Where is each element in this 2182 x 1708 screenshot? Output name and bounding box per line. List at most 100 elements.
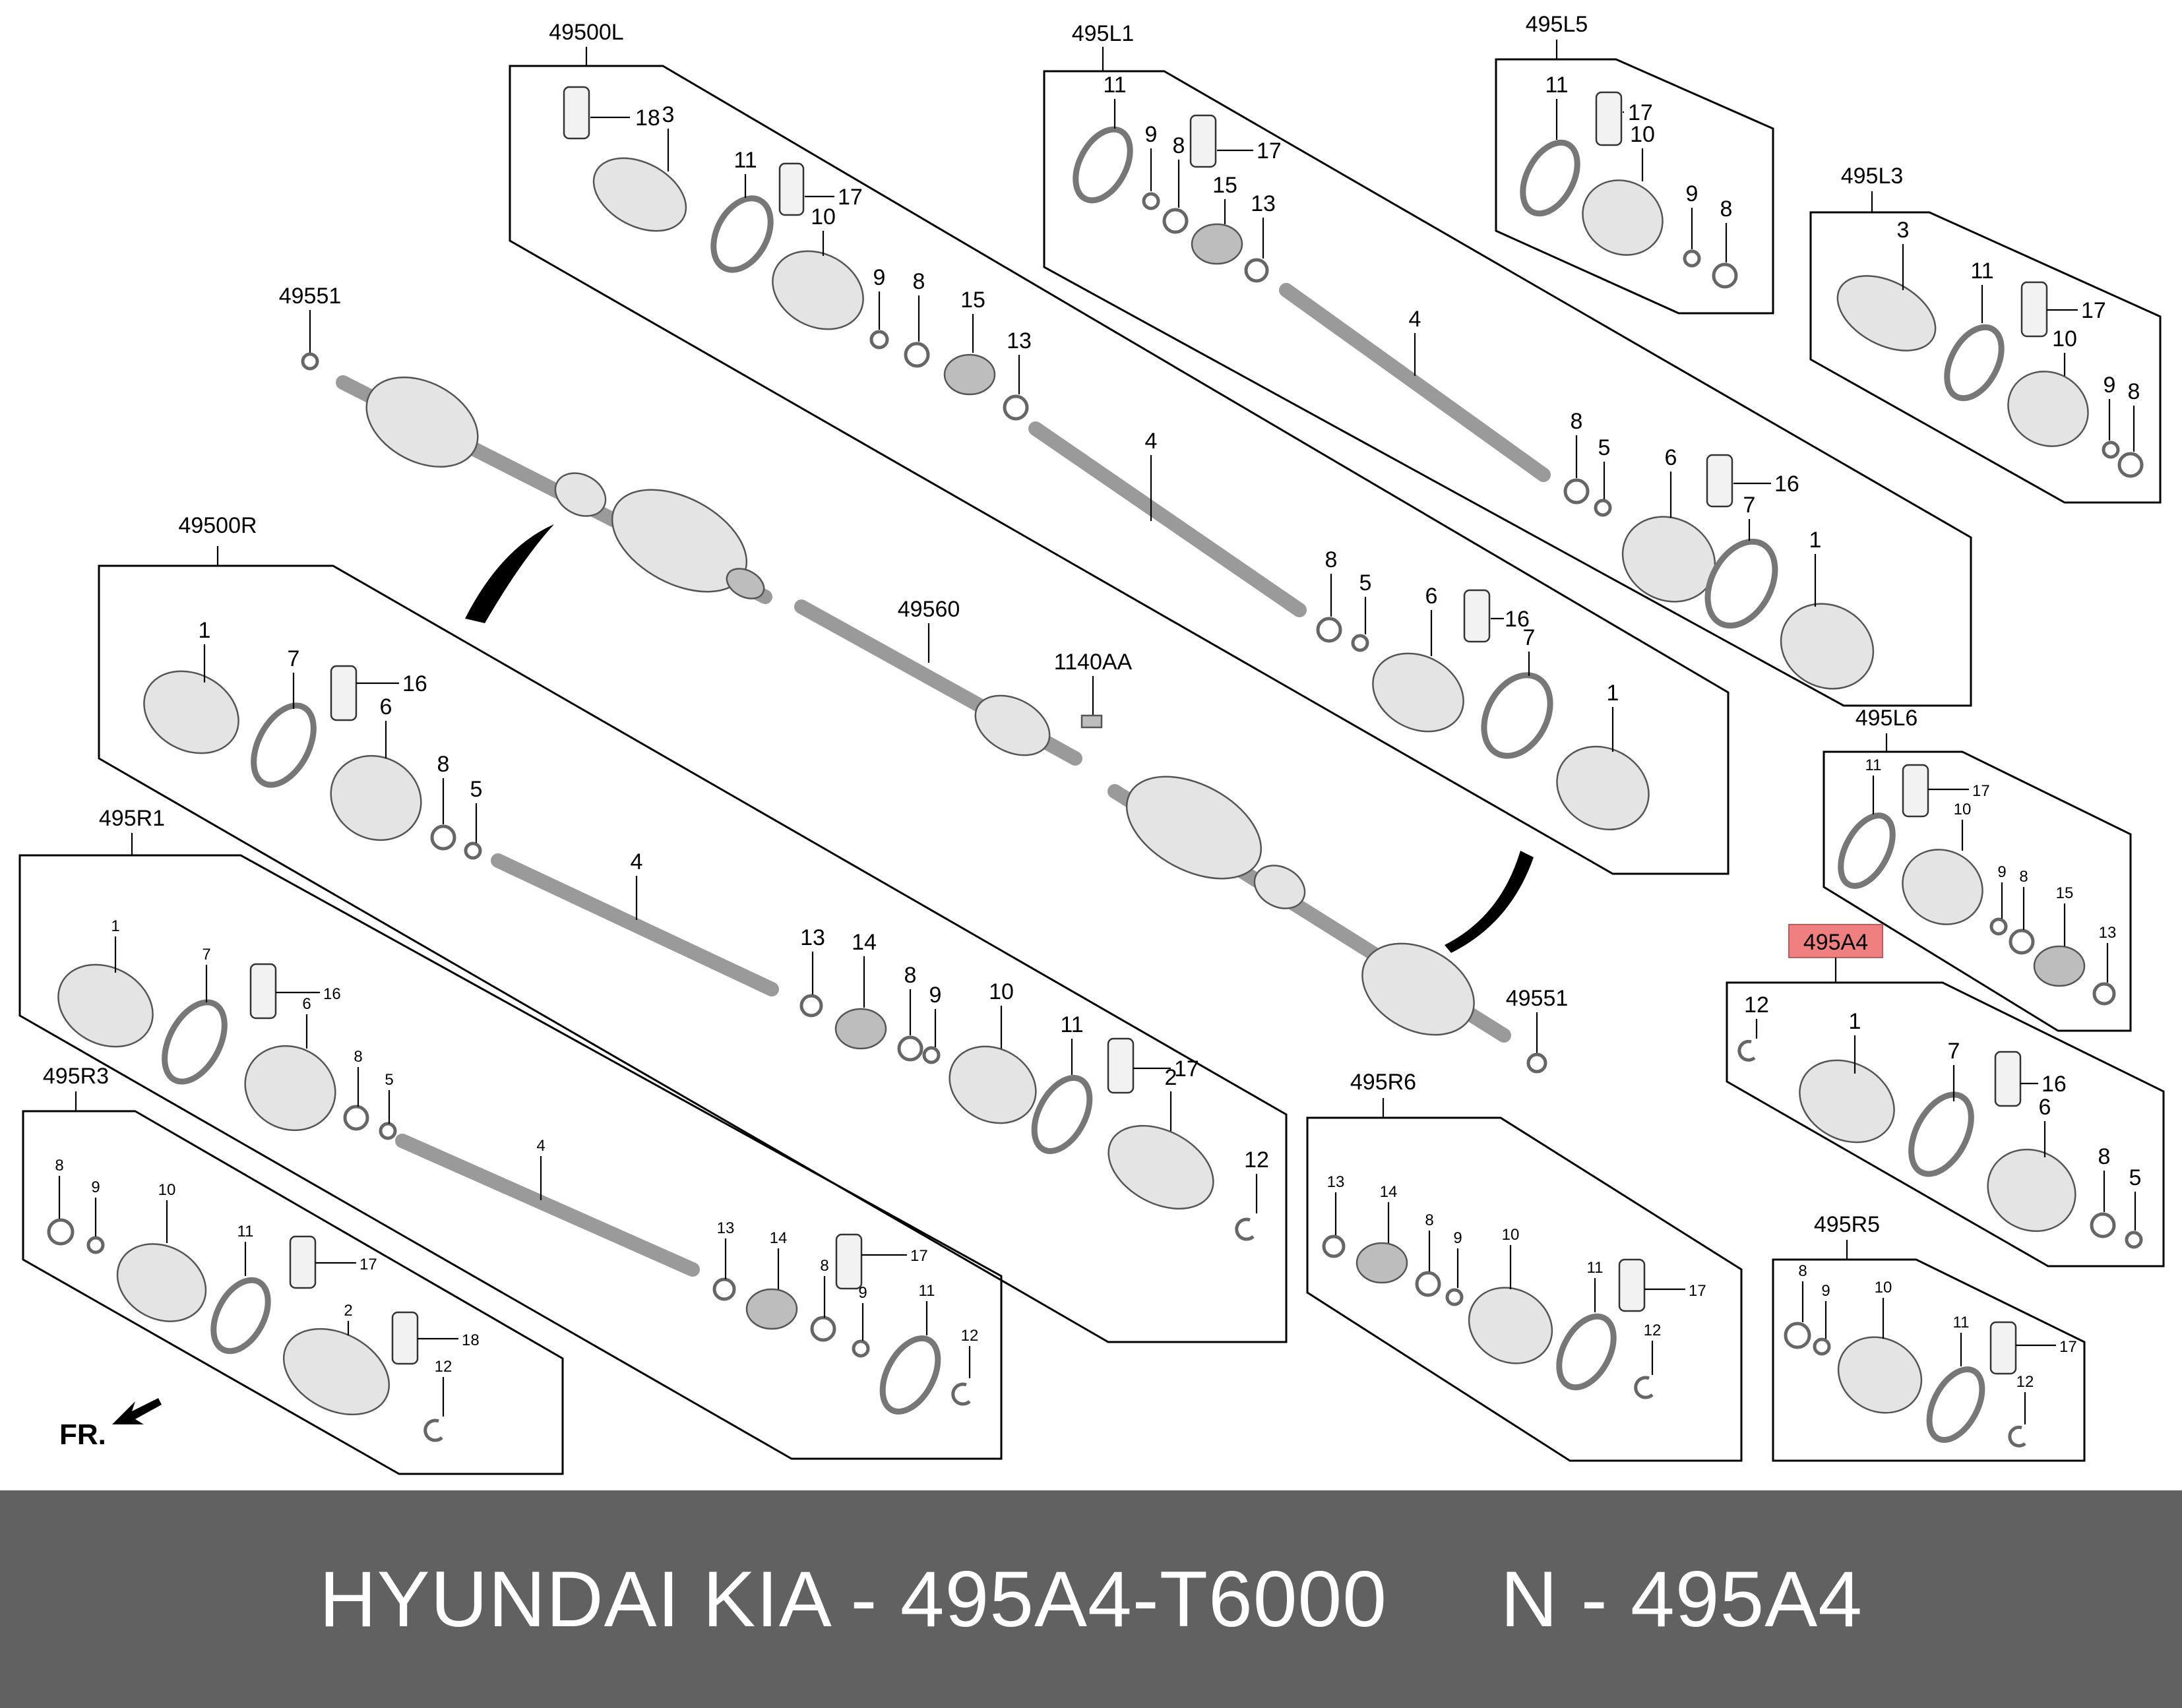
callout-number: 8 xyxy=(1720,197,1733,222)
label-495L3: 495L3 xyxy=(1841,164,1904,189)
callout-number: 3 xyxy=(662,102,675,127)
callout-number: 12 xyxy=(1644,1322,1662,1339)
panel-49500L xyxy=(509,65,1730,875)
callout-number: 17 xyxy=(910,1247,928,1265)
label-495A4[interactable]: 495A4 xyxy=(1803,930,1868,955)
callouts-495L6: 11 17 10 9 8 15 13 xyxy=(1865,756,2117,983)
callout-number: 2 xyxy=(1165,1065,1177,1090)
label-49500L: 49500L xyxy=(549,20,623,45)
callouts-49500L: 18 3 11 17 10 9 8 15 13 4 8 5 6 16 7 1 xyxy=(590,102,1619,752)
panel-495R1 xyxy=(18,854,1003,1460)
label-49551-top: 49551 xyxy=(279,284,342,309)
callout-number: 8 xyxy=(913,269,925,294)
callout-number: 16 xyxy=(2042,1072,2067,1097)
callout-number: 12 xyxy=(1244,1147,1269,1173)
panel-495L5 xyxy=(1495,58,1774,315)
callout-number: 8 xyxy=(354,1048,362,1066)
callouts-495L1: 11 9 8 17 15 13 4 8 5 6 16 7 1 xyxy=(1103,73,1821,607)
callout-number: 5 xyxy=(470,777,483,802)
callout-number: 6 xyxy=(2039,1095,2051,1120)
callout-number: 1 xyxy=(1607,681,1619,706)
callouts-495R5: 8 9 10 11 17 12 xyxy=(1798,1262,2077,1424)
highlight-495A4 xyxy=(1788,924,1883,958)
parts-495R3 xyxy=(47,1218,443,1442)
callout-number: 9 xyxy=(1453,1229,1462,1247)
callout-number: 10 xyxy=(811,204,836,229)
callout-number: 15 xyxy=(2056,884,2074,902)
callout-number: 9 xyxy=(1821,1282,1830,1300)
label-495R3: 495R3 xyxy=(43,1064,109,1089)
callout-number: 1 xyxy=(199,618,211,643)
callout-number: 11 xyxy=(1060,1012,1083,1037)
callout-number: 9 xyxy=(2104,373,2116,398)
callout-number: 14 xyxy=(852,930,877,955)
callout-number: 6 xyxy=(380,694,392,719)
callout-number: 8 xyxy=(1325,547,1338,572)
callout-number: 4 xyxy=(631,849,643,874)
callout-number: 4 xyxy=(1145,429,1158,454)
callout-number: 1 xyxy=(111,917,119,935)
panel-495L6 xyxy=(1823,750,2132,1032)
callout-number: 11 xyxy=(1545,73,1568,98)
callout-number: 8 xyxy=(1173,133,1185,158)
callout-number: 18 xyxy=(635,106,660,131)
callout-number: 17 xyxy=(2059,1338,2077,1356)
callout-number: 9 xyxy=(1145,122,1158,147)
parts-49500L xyxy=(563,86,1650,831)
callouts-495A4: 12 1 7 16 6 8 5 xyxy=(1744,992,2141,1231)
panel-495A4 xyxy=(1726,981,2165,1267)
parts-495L1 xyxy=(1073,114,1875,690)
callout-number: 17 xyxy=(1689,1282,1706,1300)
callout-number: 13 xyxy=(1251,191,1276,216)
parts-495R5 xyxy=(1784,1321,2026,1448)
callout-number: 7 xyxy=(202,946,210,963)
callout-number: 13 xyxy=(1007,328,1032,353)
callout-number: 9 xyxy=(929,983,942,1008)
callouts-495R1: 1 7 16 6 8 5 4 13 14 8 17 9 11 12 xyxy=(111,917,978,1378)
callout-number: 8 xyxy=(1425,1211,1433,1229)
callout-number: 16 xyxy=(323,985,341,1003)
callout-number: 8 xyxy=(2019,868,2028,886)
callout-number: 1 xyxy=(1849,1009,1861,1034)
callout-number: 8 xyxy=(1798,1262,1807,1280)
callout-number: 10 xyxy=(1954,801,1972,818)
callout-number: 9 xyxy=(1686,181,1699,206)
callout-number: 7 xyxy=(1743,493,1756,518)
callout-number: 16 xyxy=(402,671,427,696)
callout-number: 11 xyxy=(1103,73,1126,98)
callout-number: 13 xyxy=(800,925,825,950)
callout-number: 14 xyxy=(770,1229,788,1247)
callout-number: 11 xyxy=(919,1282,935,1300)
callout-number: 5 xyxy=(2129,1165,2142,1190)
callout-number: 10 xyxy=(1502,1226,1520,1244)
panel-495L1 xyxy=(1043,70,1972,707)
nut-49551-top xyxy=(301,352,319,371)
callout-number: 10 xyxy=(1875,1279,1892,1296)
parts-495A4[interactable] xyxy=(1737,1039,2143,1249)
callout-number: 13 xyxy=(717,1219,735,1237)
callouts-495L3: 3 11 17 10 9 8 xyxy=(1897,218,2140,452)
callout-number: 8 xyxy=(2128,379,2140,404)
label-495L6: 495L6 xyxy=(1855,706,1918,731)
label-1140AA: 1140AA xyxy=(1054,650,1133,675)
label-49500R: 49500R xyxy=(178,513,257,538)
label-495L5: 495L5 xyxy=(1526,12,1588,37)
callout-number: 16 xyxy=(1774,472,1799,497)
parts-49500R xyxy=(143,665,1255,1241)
callout-number: 11 xyxy=(1865,756,1882,774)
callout-number: 10 xyxy=(1630,122,1655,147)
callout-number: 17 xyxy=(1174,1056,1199,1082)
callout-number: 8 xyxy=(820,1257,828,1275)
parts-495R1 xyxy=(57,963,971,1415)
callout-number: 13 xyxy=(2099,924,2117,942)
callout-number: 11 xyxy=(1587,1259,1604,1277)
callout-number: 17 xyxy=(2081,298,2106,323)
callout-number: 17 xyxy=(1257,138,1282,164)
label-49551-bottom: 49551 xyxy=(1506,986,1569,1011)
callout-number: 9 xyxy=(91,1178,100,1196)
label-495L1: 495L1 xyxy=(1072,21,1135,46)
callout-number: 10 xyxy=(989,979,1014,1004)
callout-number: 17 xyxy=(1972,782,1990,800)
label-495R6: 495R6 xyxy=(1350,1070,1416,1095)
panel-495R5 xyxy=(1772,1258,2086,1462)
